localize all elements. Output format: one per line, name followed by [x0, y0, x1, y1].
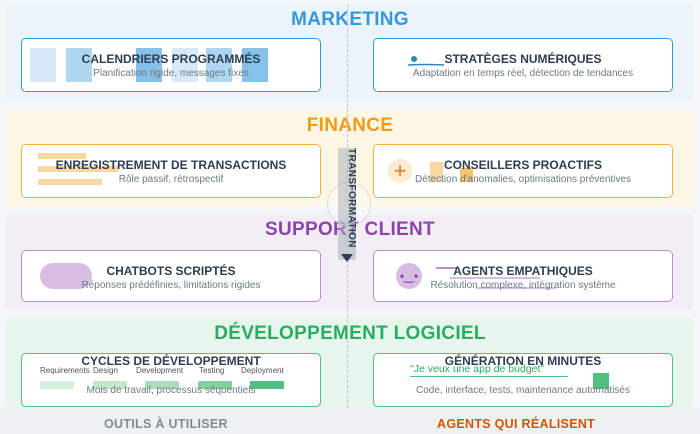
- support-right-card: •‿• AGENTS EMPATHIQUES Résolution comple…: [373, 250, 673, 302]
- ledger-lines-icon: [38, 153, 148, 189]
- prompt-underline: [410, 376, 568, 377]
- support-left-subtitle: Réponses prédéfinies, limitations rigide…: [81, 280, 261, 291]
- marketing-right-subtitle: Adaptation en temps réel, détection de t…: [412, 68, 634, 79]
- trend-line-icon: [407, 56, 445, 66]
- footer-right-label: AGENTS QUI RÉALISENT: [437, 417, 596, 431]
- marketing-left-card: CALENDRIERS PROGRAMMÉS Planification rig…: [21, 38, 321, 92]
- footer-bar: [0, 408, 700, 434]
- support-left-title: CHATBOTS SCRIPTÉS: [106, 264, 236, 278]
- finance-right-card: + CONSEILLERS PROACTIFS Détection d'anom…: [373, 144, 673, 198]
- marketing-left-title: CALENDRIERS PROGRAMMÉS: [81, 52, 261, 66]
- calendar-blocks-icon: [30, 48, 290, 82]
- dev-left-title: CYCLES DE DÉVELOPPEMENT: [81, 354, 261, 368]
- finance-left-subtitle: Rôle passif, rétrospectif: [118, 174, 224, 185]
- stage-requirements-bar: [40, 381, 74, 389]
- agent-face-icon: •‿•: [396, 263, 422, 289]
- dev-title: DÉVELOPPEMENT LOGICIEL: [214, 323, 486, 344]
- dev-left-subtitle: Mois de travail, processus séquentiels: [86, 385, 256, 396]
- transformation-arrow: [338, 148, 356, 260]
- stage-design-bar: [93, 381, 127, 389]
- marketing-right-title: STRATÈGES NUMÉRIQUES: [444, 52, 602, 66]
- finance-right-title: CONSEILLERS PROACTIFS: [443, 158, 602, 172]
- stage-deployment-label: Deployment: [241, 366, 284, 375]
- dev-right-title: GÉNÉRATION EN MINUTES: [444, 354, 602, 368]
- support-right-title: AGENTS EMPATHIQUES: [453, 264, 593, 278]
- stage-development-bar: [145, 381, 179, 389]
- dev-right-card: GÉNÉRATION EN MINUTES "Je veux une app d…: [373, 353, 673, 407]
- finance-right-subtitle: Détection d'anomalies, optimisations pré…: [415, 174, 631, 185]
- transformation-label: TRANSFORMATION: [346, 148, 357, 248]
- stage-design-label: Design: [93, 366, 118, 375]
- support-left-card: CHATBOTS SCRIPTÉS Réponses prédéfinies, …: [21, 250, 321, 302]
- prompt-text: "Je veux une app de budget": [410, 363, 545, 375]
- finance-title: FINANCE: [306, 115, 394, 136]
- chart-blocks-icon: [430, 162, 474, 182]
- finance-left-card: ENREGISTREMENT DE TRANSACTIONS Rôle pass…: [21, 144, 321, 198]
- footer-left-label: OUTILS À UTILISER: [104, 417, 228, 431]
- stage-testing-bar: [198, 381, 232, 389]
- chat-bubble-icon: [40, 263, 92, 289]
- stage-testing-label: Testing: [199, 366, 225, 375]
- generated-app-icon: [593, 373, 609, 389]
- marketing-right-card: STRATÈGES NUMÉRIQUES Adaptation en temps…: [373, 38, 673, 92]
- marketing-left-subtitle: Planification rigide, messages fixes: [93, 68, 249, 79]
- message-lines-icon: [436, 267, 556, 291]
- add-icon: +: [388, 159, 412, 183]
- dev-right-subtitle: Code, interface, tests, maintenance auto…: [415, 385, 630, 396]
- stage-requirements-label: Requirements: [40, 366, 90, 375]
- finance-left-title: ENREGISTREMENT DE TRANSACTIONS: [55, 158, 287, 172]
- dev-left-card: CYCLES DE DÉVELOPPEMENT Mois de travail,…: [21, 353, 321, 407]
- marketing-title: MARKETING: [291, 9, 409, 30]
- stage-deployment-bar: [250, 381, 284, 389]
- stage-development-label: Development: [136, 366, 184, 375]
- support-right-subtitle: Résolution complexe, intégration système: [430, 280, 616, 291]
- arrow-down-icon: [341, 254, 353, 262]
